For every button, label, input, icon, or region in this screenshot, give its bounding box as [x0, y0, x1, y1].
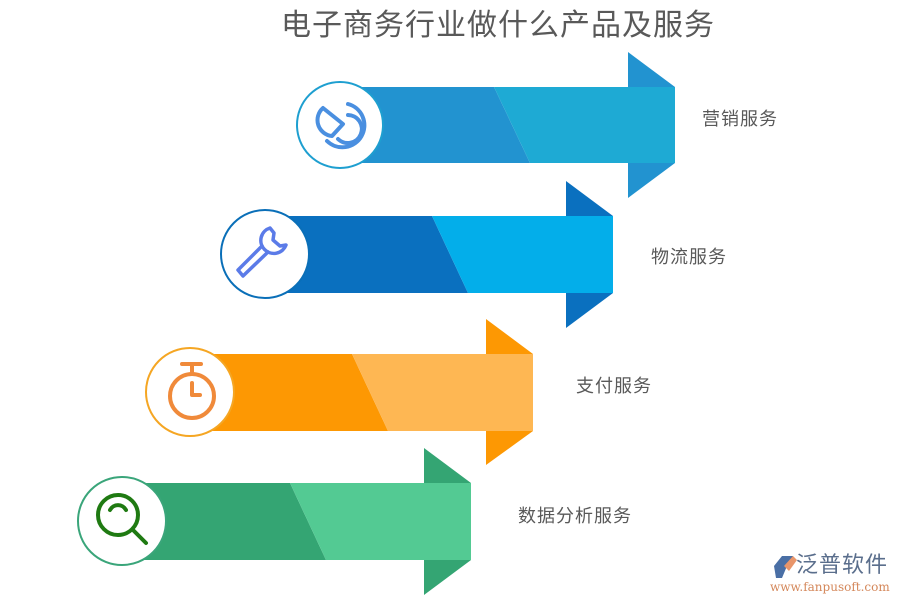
arrow-body-dark [122, 483, 326, 560]
arrow-data-analysis [77, 448, 471, 595]
arrow-body-light [432, 216, 613, 293]
label-data-analysis: 数据分析服务 [518, 506, 632, 527]
arrowhead-bottom [628, 163, 675, 198]
arrow-logistics [220, 181, 613, 328]
brand-logo: 泛普软件 www.fanpusoft.com [766, 552, 896, 598]
arrow-body-light [352, 354, 533, 431]
arrowhead-top [566, 181, 613, 216]
stopwatch-icon [168, 362, 216, 420]
logo-mark-icon [774, 556, 797, 578]
arrowhead-bottom [424, 560, 471, 595]
arrow-body-dark [265, 216, 468, 293]
arrow-body-dark [190, 354, 388, 431]
icon-badge [77, 476, 167, 566]
arrow-body-light [494, 87, 675, 163]
arrowhead-top [424, 448, 471, 483]
arrowhead-bottom [486, 431, 533, 465]
label-payment: 支付服务 [576, 376, 652, 397]
arrow-payment [145, 319, 533, 465]
pie-chart-icon [315, 102, 367, 150]
arrow-body-light [290, 483, 471, 560]
label-marketing: 营销服务 [702, 109, 778, 130]
arrow-body-dark [340, 87, 530, 163]
arrow-marketing [296, 52, 675, 198]
page-title: 电子商务行业做什么产品及服务 [281, 8, 715, 43]
arrowhead-top [486, 319, 533, 354]
search-icon [96, 493, 148, 545]
arrowhead-bottom [566, 293, 613, 328]
wrench-icon [236, 226, 288, 278]
logo-url: www.fanpusoft.com [770, 580, 890, 594]
logo-name: 泛普软件 [796, 553, 889, 578]
label-logistics: 物流服务 [651, 247, 727, 268]
arrowhead-top [628, 52, 675, 87]
